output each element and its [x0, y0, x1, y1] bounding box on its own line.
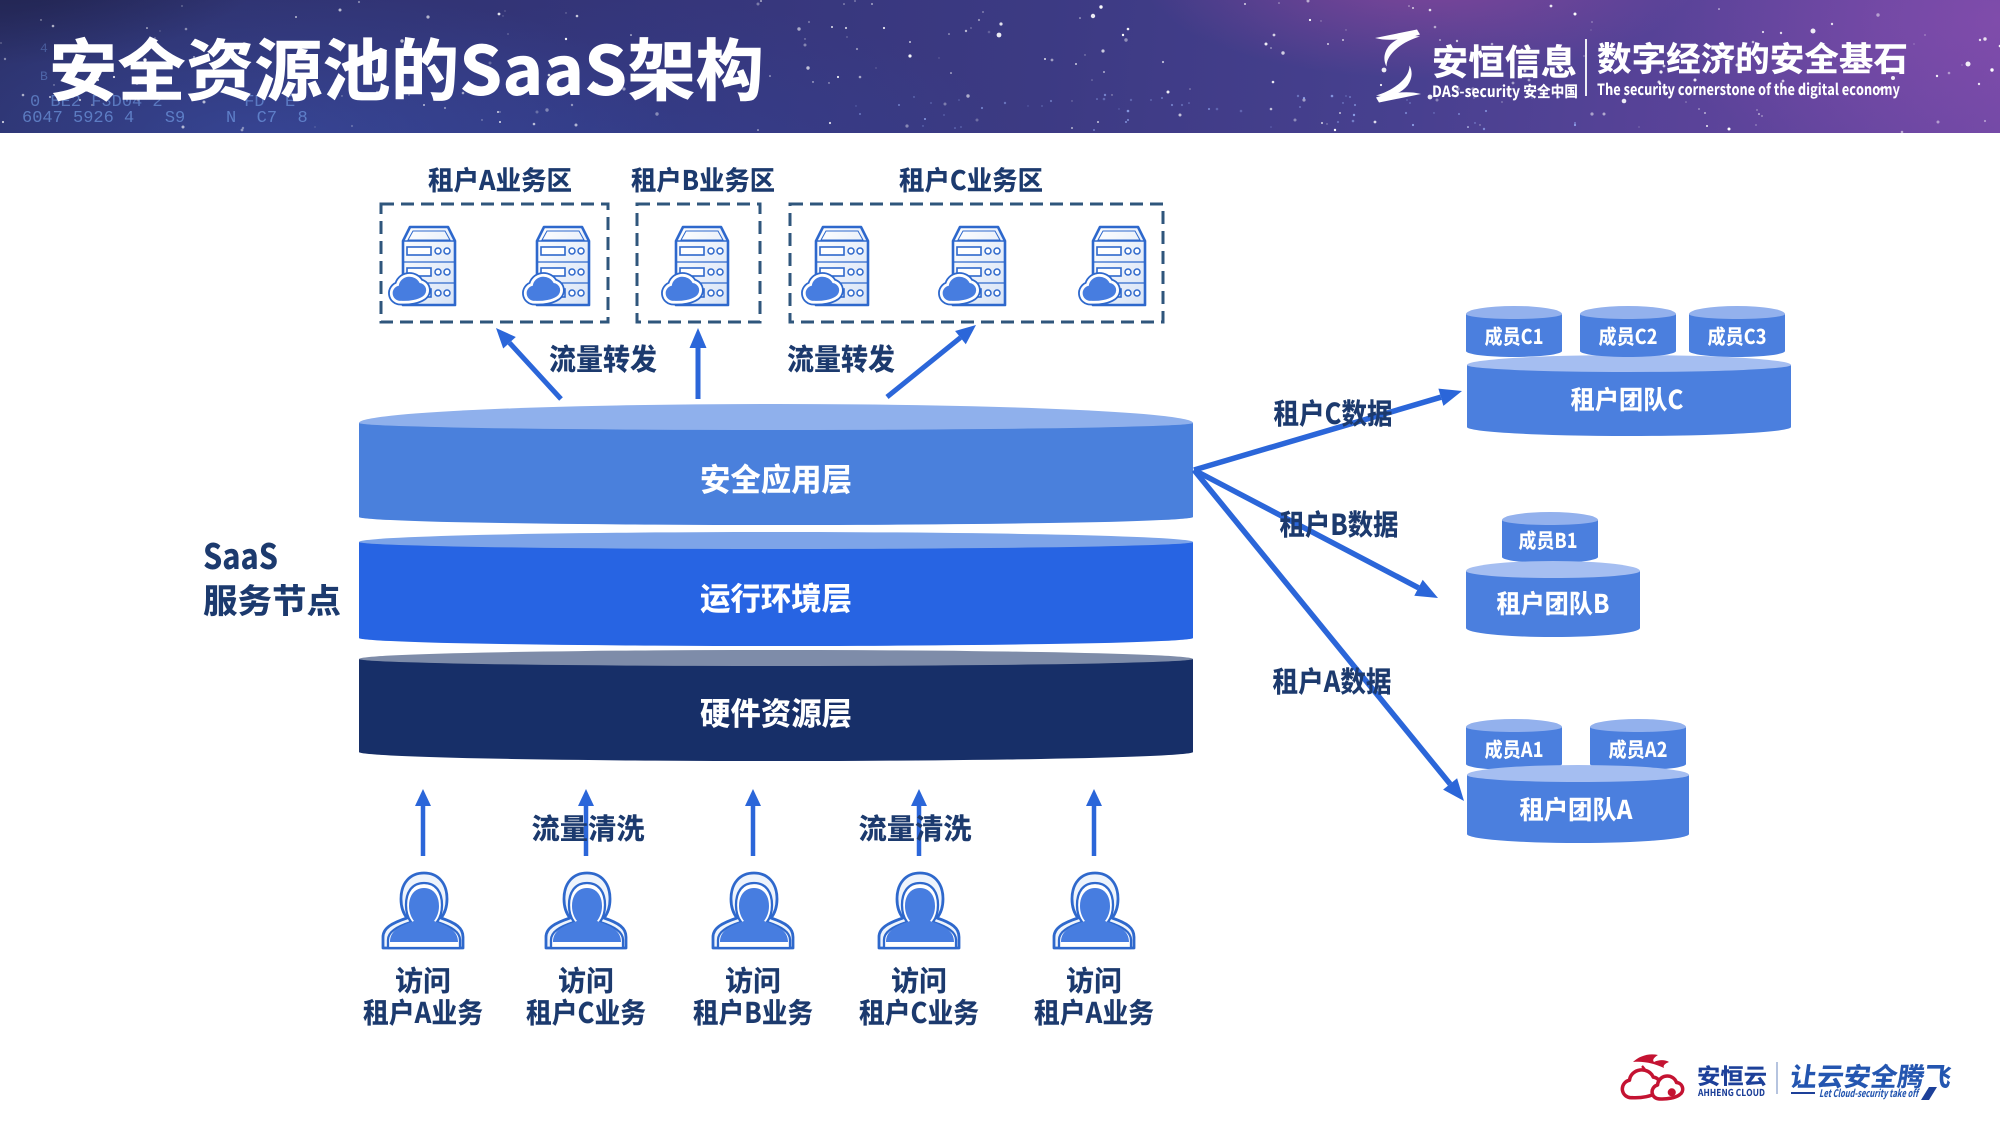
svg-text:0 BE2 F3D04 2 FD E: 0 BE2 F3D04 2 FD E [30, 93, 295, 112]
svg-text:B: B [40, 69, 48, 84]
svg-text:4: 4 [40, 41, 48, 56]
svg-text:6047 5926 4 S9 N C7 8: 6047 5926 4 S9 N C7 8 [22, 109, 308, 128]
